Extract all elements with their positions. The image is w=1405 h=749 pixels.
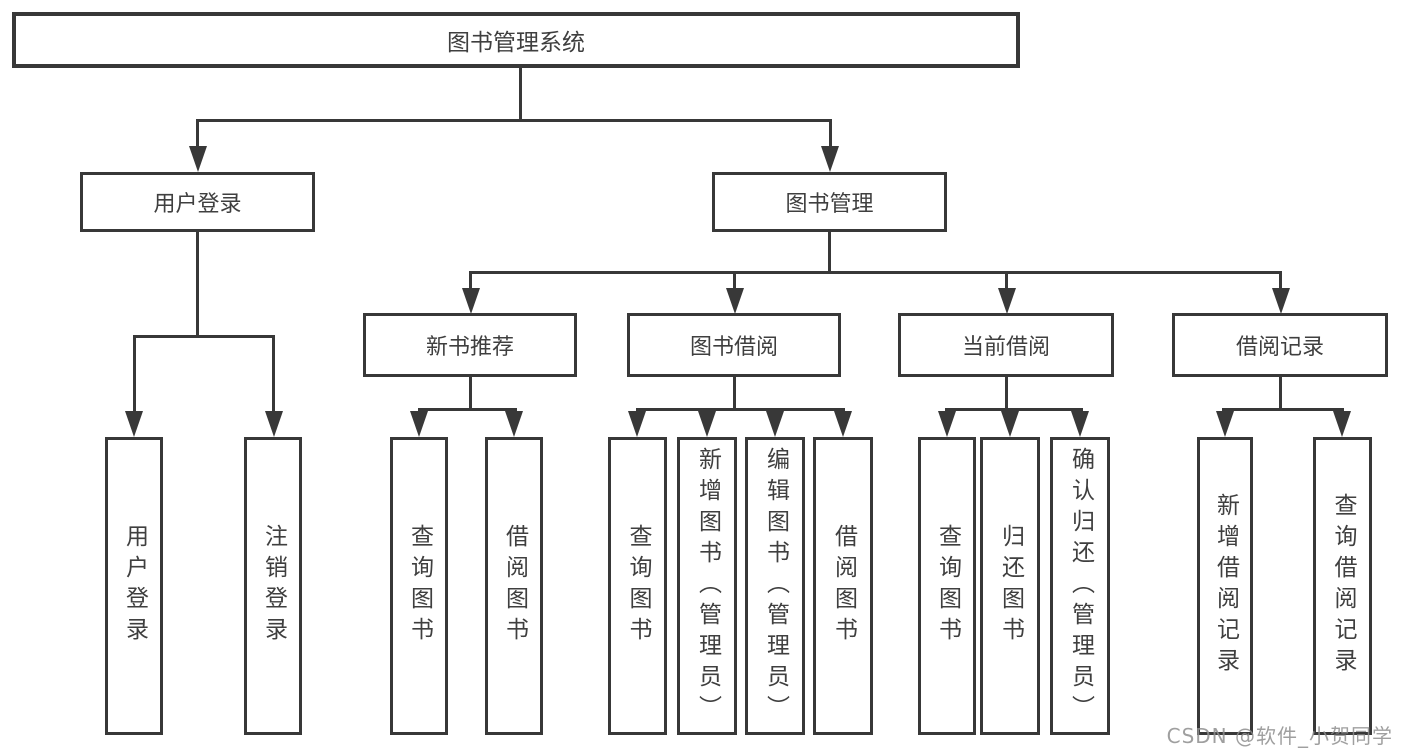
node-label: 用户登录: [153, 192, 242, 217]
connector-line: [828, 232, 831, 273]
leaf-query-borrow-record: 查询借阅记录: [1313, 437, 1372, 735]
arrow-down-icon: [410, 411, 428, 437]
arrow-down-icon: [1001, 411, 1019, 437]
leaf-query-books: 查询图书: [390, 437, 448, 735]
node-book-borrowing: 图书借阅: [627, 313, 841, 377]
node-label: 图书借阅: [689, 335, 778, 360]
leaf-logout: 注销登录: [244, 437, 302, 735]
leaf-label: 查询图书: [625, 524, 651, 648]
leaf-query-books: 查询图书: [918, 437, 976, 735]
leaf-label: 编辑图书（管理员）: [762, 446, 789, 726]
connector-line: [945, 408, 1083, 411]
leaf-label: 新增图书（管理员）: [694, 446, 721, 726]
leaf-confirm-return-admin: 确认归还（管理员）: [1050, 437, 1110, 735]
connector-line: [1222, 408, 1344, 411]
leaf-query-books: 查询图书: [608, 437, 667, 735]
connector-line: [196, 232, 199, 337]
connector-line: [733, 274, 736, 290]
arrow-down-icon: [834, 411, 852, 437]
arrow-down-icon: [1333, 411, 1351, 437]
leaf-user-login: 用户登录: [105, 437, 163, 735]
node-current-borrowing: 当前借阅: [898, 313, 1114, 377]
leaf-label: 查询图书: [406, 524, 433, 648]
node-label: 图书管理: [785, 192, 874, 217]
connector-line: [733, 377, 736, 410]
leaf-label: 注销登录: [260, 524, 287, 648]
node-new-book-recommend: 新书推荐: [363, 313, 577, 377]
leaf-label: 确认归还（管理员）: [1067, 446, 1094, 726]
leaf-label: 借阅图书: [501, 524, 528, 648]
connector-line: [829, 122, 832, 148]
arrow-down-icon: [821, 146, 839, 172]
connector-line: [1279, 274, 1282, 290]
connector-line: [1279, 377, 1282, 410]
connector-line: [1005, 274, 1008, 290]
leaf-label: 查询借阅记录: [1330, 493, 1356, 679]
node-borrow-records: 借阅记录: [1172, 313, 1388, 377]
connector-line: [469, 271, 1282, 274]
arrow-down-icon: [1272, 288, 1290, 314]
arrow-down-icon: [125, 411, 143, 437]
node-label: 新书推荐: [425, 335, 514, 360]
arrow-down-icon: [265, 411, 283, 437]
leaf-label: 借阅图书: [830, 524, 857, 648]
arrow-down-icon: [1071, 411, 1089, 437]
connector-line: [636, 408, 845, 411]
connector-line: [133, 338, 136, 413]
leaf-label: 归还图书: [997, 524, 1024, 648]
connector-line: [272, 338, 275, 413]
leaf-add-book-admin: 新增图书（管理员）: [677, 437, 737, 735]
arrow-down-icon: [726, 288, 744, 314]
node-book-management: 图书管理: [712, 172, 947, 232]
leaf-return-books: 归还图书: [980, 437, 1040, 735]
connector-line: [469, 377, 472, 410]
arrow-down-icon: [698, 411, 716, 437]
connector-line: [196, 122, 199, 148]
leaf-add-borrow-record: 新增借阅记录: [1197, 437, 1253, 735]
node-label: 借阅记录: [1235, 335, 1324, 360]
connector-line: [133, 335, 275, 338]
arrow-down-icon: [189, 146, 207, 172]
leaf-borrow-books: 借阅图书: [813, 437, 873, 735]
connector-line: [418, 408, 517, 411]
connector-line: [196, 119, 832, 122]
arrow-down-icon: [938, 411, 956, 437]
arrow-down-icon: [505, 411, 523, 437]
arrow-down-icon: [1216, 411, 1234, 437]
arrow-down-icon: [766, 411, 784, 437]
node-library-management-system: 图书管理系统: [12, 12, 1020, 68]
leaf-label: 查询图书: [934, 524, 961, 648]
node-label: 图书管理系统: [447, 30, 585, 56]
connector-line: [1005, 377, 1008, 410]
arrow-down-icon: [998, 288, 1016, 314]
node-label: 当前借阅: [961, 335, 1050, 360]
arrow-down-icon: [628, 411, 646, 437]
leaf-label: 新增借阅记录: [1212, 493, 1239, 679]
leaf-borrow-books: 借阅图书: [485, 437, 543, 735]
csdn-watermark: CSDN @软件_小贺同学: [1166, 724, 1393, 748]
leaf-edit-book-admin: 编辑图书（管理员）: [745, 437, 805, 735]
node-user-login: 用户登录: [80, 172, 315, 232]
leaf-label: 用户登录: [121, 524, 148, 648]
arrow-down-icon: [462, 288, 480, 314]
connector-line: [469, 274, 472, 290]
connector-line: [519, 68, 522, 121]
